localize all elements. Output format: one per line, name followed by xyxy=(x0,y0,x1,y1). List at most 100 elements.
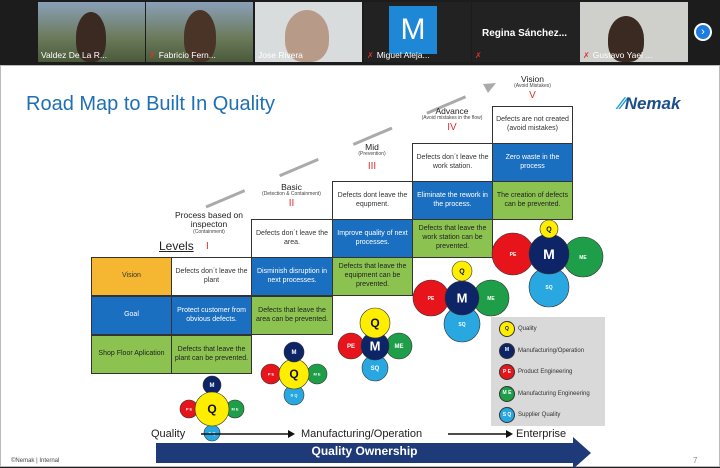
svg-text:SQ: SQ xyxy=(458,322,465,328)
legend-swatch: P E xyxy=(499,364,515,380)
stage-sub: (Avoid mistakes in the flow) xyxy=(421,115,483,122)
participant-tile[interactable]: Valdez De La R... xyxy=(38,2,145,62)
q-circle: Q xyxy=(194,391,230,427)
slide: Road Map to Built In Quality ∕∕Nemak Pro… xyxy=(0,65,720,468)
stage-cell: Defects that leave the work station can … xyxy=(412,219,493,258)
mic-muted-icon: ✗ xyxy=(367,51,374,60)
stage-cell: Defects are not created (avoid mistakes) xyxy=(492,106,573,144)
q-circle: Q xyxy=(451,260,473,282)
stage-cell: Defects that leave the plant can be prev… xyxy=(171,335,252,374)
roadmap-graphics xyxy=(205,83,496,209)
participant-tile[interactable]: ✗Gustavo Yael ... xyxy=(580,2,688,62)
legend-swatch: M xyxy=(499,342,515,359)
legend-label: Manufacturing Engineering xyxy=(518,390,590,397)
stage-cell: The creation of defects can be prevented… xyxy=(492,181,573,220)
stage-cell: Protect customer from obvious defects. xyxy=(171,296,252,335)
participant-tile[interactable]: Jose Rivera xyxy=(255,2,362,62)
participant-name: Valdez De La R... xyxy=(41,50,107,60)
stage-numeral: V xyxy=(529,89,536,101)
level-vision: Vision xyxy=(91,257,172,296)
stage-cell: Defects that leave the area can be preve… xyxy=(251,296,333,335)
svg-text:M: M xyxy=(543,246,555,262)
m-circle: M xyxy=(283,341,305,363)
flow-quality: Quality xyxy=(151,428,186,440)
svg-text:Q: Q xyxy=(289,367,298,381)
svg-text:Q: Q xyxy=(370,316,379,330)
mic-muted-icon: ✗ xyxy=(149,51,156,60)
stage-name: Vision xyxy=(521,74,544,84)
svg-text:M: M xyxy=(292,350,297,356)
stage-sub: (Prevention) xyxy=(358,151,386,158)
sq-circle: S Q xyxy=(283,384,305,406)
me-circle: M E xyxy=(306,363,328,385)
mic-muted-icon: ✗ xyxy=(583,51,590,60)
svg-text:Q: Q xyxy=(459,268,465,275)
participant-name-text: Miguel Aleja... xyxy=(376,50,430,60)
stage-cell: Defects that leave the equipment can be … xyxy=(332,257,413,296)
nemak-logo: ∕∕Nemak xyxy=(619,94,681,113)
svg-text:ME: ME xyxy=(579,255,587,261)
stage-heading: Process based on inspecton(Containment) xyxy=(169,210,249,235)
stage-heading: Basic(Detection & Containment)II xyxy=(251,182,332,209)
participant-tile[interactable]: M ✗Miguel Aleja... xyxy=(364,2,471,62)
stage-heading: Advance(Avoid mistakes in the flow)IV xyxy=(412,106,492,133)
sq-circle: S Q xyxy=(203,424,221,442)
svg-text:P E: P E xyxy=(186,406,193,411)
svg-text:PE: PE xyxy=(510,252,517,258)
legend-swatch: M E xyxy=(499,385,515,402)
q-circle: Q xyxy=(539,219,559,239)
page-number: 7 xyxy=(693,456,698,465)
svg-text:SQ: SQ xyxy=(371,366,380,372)
stage-heading: Vision(Avoid Mistakes)V xyxy=(492,74,573,101)
participant-name-center: Regina Sánchez... xyxy=(482,28,568,39)
stage-sub: (Containment) xyxy=(193,228,225,235)
participant-tile[interactable]: ✗Fabricio Fern... xyxy=(146,2,253,62)
stage-cell: Defects don´t leave the plant xyxy=(171,257,252,296)
participant-tile[interactable]: Regina Sánchez... ✗ xyxy=(472,2,580,62)
svg-text:PE: PE xyxy=(347,344,355,350)
flow-enterprise: Enterprise xyxy=(516,428,567,440)
participant-name-text: Gustavo Yael ... xyxy=(592,50,653,60)
svg-text:S Q: S Q xyxy=(291,392,298,397)
level-shop-floor: Shop Floor Aplication xyxy=(91,335,172,374)
participant-video xyxy=(608,16,644,62)
participant-name: Jose Rivera xyxy=(258,50,303,60)
stage-heading: Mid(Prevention)III xyxy=(332,142,412,172)
avatar: M xyxy=(389,6,437,54)
participant-name: ✗Fabricio Fern... xyxy=(149,50,216,60)
stage-cell: Zero waste in the process xyxy=(492,143,573,182)
flow-manufacturing: Manufacturing/Operation xyxy=(301,428,423,440)
stage-numeral: IV xyxy=(447,121,457,133)
chevron-right-icon[interactable]: › xyxy=(694,23,712,41)
stage-name: Process based on inspecton xyxy=(174,210,244,230)
stage-name: Advance xyxy=(435,106,469,116)
pe-circle: PE xyxy=(491,232,535,276)
legend-label: Product Engineering xyxy=(518,369,573,375)
participant-video xyxy=(184,10,216,62)
stage-sub: (Detection & Containment) xyxy=(262,191,321,198)
q-circle: Q xyxy=(359,307,391,339)
svg-text:P E: P E xyxy=(268,371,275,376)
svg-text:Q: Q xyxy=(546,226,552,233)
participant-video xyxy=(76,12,106,62)
participant-name: ✗Miguel Aleja... xyxy=(367,50,430,60)
stage-numeral: I xyxy=(206,241,209,252)
legend-label: Supplier Quality xyxy=(518,412,561,418)
svg-text:Q: Q xyxy=(207,402,216,416)
m-circle: M xyxy=(444,280,480,316)
svg-text:ME: ME xyxy=(487,296,495,302)
svg-text:M E: M E xyxy=(231,406,238,411)
stage-cell: Defects don´t leave the work station. xyxy=(412,143,493,182)
page-title: Road Map to Built In Quality xyxy=(26,93,276,115)
participant-video xyxy=(285,10,329,62)
legend-swatch: Q xyxy=(499,321,515,337)
stage-cell: Defects dont leave the equpment. xyxy=(332,181,413,220)
pe-circle: PE xyxy=(412,279,450,317)
legend-label: Manufacturing/Operation xyxy=(518,347,585,354)
